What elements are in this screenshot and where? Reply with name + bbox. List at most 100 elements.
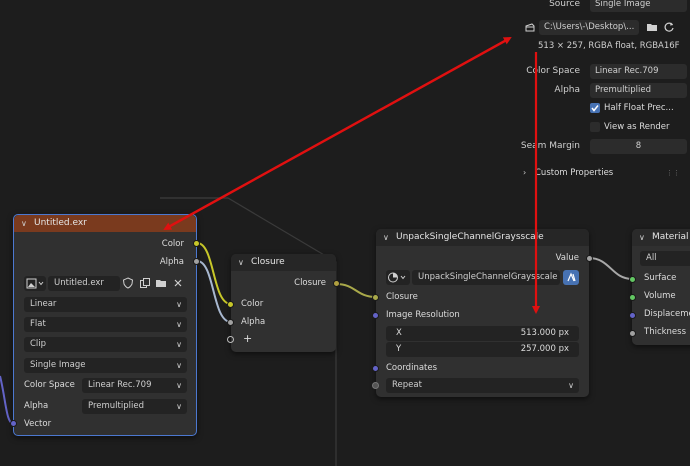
input-image-resolution-socket[interactable] <box>372 312 379 319</box>
source-value: Single Image <box>30 360 86 370</box>
coordinates-mode-dropdown[interactable]: Repeat ∨ <box>386 378 579 393</box>
source-label: Source <box>549 0 580 9</box>
color-space-dropdown[interactable]: Linear Rec.709 <box>590 64 687 79</box>
input-thickness-socket[interactable] <box>629 330 636 337</box>
output-closure-socket[interactable] <box>333 280 340 287</box>
node-group-browse-button[interactable] <box>386 270 410 285</box>
input-volume-socket[interactable] <box>629 294 636 301</box>
chevron-down-icon: ∨ <box>176 300 182 309</box>
closure-node[interactable]: ∨ Closure Closure Color Alpha + <box>231 254 336 352</box>
drag-handle-icon[interactable]: ⋮⋮ <box>666 169 680 177</box>
output-alpha-label: Alpha <box>159 257 184 267</box>
source-dropdown[interactable]: Single Image ∨ <box>24 358 187 373</box>
folder-icon[interactable] <box>155 277 167 289</box>
interpolation-value: Linear <box>30 299 57 309</box>
resolution-x-field[interactable]: X 513.000 px <box>386 326 579 341</box>
color-space-dropdown[interactable]: Linear Rec.709 ∨ <box>82 378 187 393</box>
closure-node-title: Closure <box>251 257 285 267</box>
material-node-header[interactable]: ∨ Material <box>632 229 690 246</box>
chevron-right-icon[interactable]: › <box>523 168 527 177</box>
color-space-label: Color Space <box>526 66 580 76</box>
output-value-socket[interactable] <box>586 255 593 262</box>
input-alpha-socket[interactable] <box>227 319 234 326</box>
x-value: 513.000 px <box>520 328 569 338</box>
color-space-value: Linear Rec.709 <box>88 380 152 390</box>
view-as-render-label: View as Render <box>604 122 670 132</box>
input-displacement-socket[interactable] <box>629 312 636 319</box>
target-dropdown[interactable]: All <box>640 251 690 266</box>
extension-dropdown[interactable]: Clip ∨ <box>24 337 187 352</box>
material-node-title: Material <box>652 232 689 242</box>
chevron-down-icon[interactable]: ∨ <box>21 219 27 228</box>
projection-value: Flat <box>30 319 46 329</box>
output-closure-label: Closure <box>294 278 326 288</box>
alpha-label: Alpha <box>24 401 49 411</box>
close-icon[interactable] <box>172 277 184 289</box>
image-node-header[interactable]: ∨ Untitled.exr <box>14 215 196 232</box>
custom-properties-label[interactable]: Custom Properties <box>535 168 614 178</box>
input-color-socket[interactable] <box>227 301 234 308</box>
node-tree-icon <box>388 272 406 283</box>
chevron-down-icon: ∨ <box>176 320 182 329</box>
image-info: 513 × 257, RGBA float, RGBA16F <box>538 41 680 51</box>
half-float-label: Half Float Prec... <box>604 103 674 113</box>
input-color-label: Color <box>241 299 264 309</box>
alpha-dropdown[interactable]: Premultiplied ∨ <box>82 399 187 414</box>
resolution-y-field[interactable]: Y 257.000 px <box>386 342 579 357</box>
image-browse-button[interactable] <box>24 276 46 291</box>
input-coordinates-socket[interactable] <box>372 365 379 372</box>
input-vector-socket[interactable] <box>10 420 17 427</box>
input-thickness-label: Thickness <box>644 327 687 337</box>
node-group-icon <box>567 272 576 282</box>
input-closure-socket[interactable] <box>372 294 379 301</box>
fake-user-button[interactable] <box>563 270 579 285</box>
projection-dropdown[interactable]: Flat ∨ <box>24 317 187 332</box>
view-as-render-checkbox[interactable] <box>590 122 600 132</box>
extension-value: Clip <box>30 339 47 349</box>
duplicate-icon[interactable] <box>139 277 151 289</box>
coordinates-mode-value: Repeat <box>392 380 422 390</box>
chevron-down-icon[interactable]: ∨ <box>383 233 389 242</box>
input-vector-label: Vector <box>24 419 52 429</box>
chevron-down-icon[interactable]: ∨ <box>238 258 244 267</box>
group-name-field[interactable]: UnpackSingleChannelGraysscale <box>412 270 560 285</box>
seam-margin-field[interactable]: 8 <box>590 139 687 154</box>
alpha-label: Alpha <box>554 85 580 95</box>
closure-node-header[interactable]: ∨ Closure <box>231 254 336 271</box>
image-node-title: Untitled.exr <box>34 218 87 228</box>
chevron-down-icon: ∨ <box>568 381 574 390</box>
input-surface-socket[interactable] <box>629 276 636 283</box>
chevron-down-icon: ∨ <box>176 402 182 411</box>
filepath-field[interactable]: C:\Users\-\Desktop\... <box>539 20 639 35</box>
image-name-field[interactable]: Untitled.exr <box>48 276 120 291</box>
input-alpha-label: Alpha <box>241 317 266 327</box>
folder-icon[interactable] <box>646 21 658 33</box>
input-surface-label: Surface <box>644 273 677 283</box>
source-dropdown[interactable]: Single Image <box>590 0 687 12</box>
chevron-down-icon: ∨ <box>176 381 182 390</box>
half-float-checkbox[interactable] <box>590 103 600 113</box>
image-file-icon <box>524 22 536 34</box>
coordinates-mode-socket[interactable] <box>372 382 379 389</box>
alpha-dropdown[interactable]: Premultiplied <box>590 83 687 98</box>
output-value-label: Value <box>555 253 579 263</box>
shield-icon[interactable] <box>122 277 134 289</box>
output-alpha-socket[interactable] <box>193 258 200 265</box>
input-image-resolution-label: Image Resolution <box>386 310 460 320</box>
material-output-node[interactable]: ∨ Material All Surface Volume Displaceme… <box>632 229 690 345</box>
output-color-socket[interactable] <box>193 240 200 247</box>
checkmark-icon <box>591 105 599 112</box>
chevron-down-icon[interactable]: ∨ <box>639 233 645 242</box>
add-socket-button[interactable]: + <box>243 332 253 345</box>
add-socket-icon[interactable] <box>227 336 234 343</box>
reload-icon[interactable] <box>663 21 675 33</box>
interpolation-dropdown[interactable]: Linear ∨ <box>24 297 187 312</box>
image-texture-node[interactable]: ∨ Untitled.exr Color Alpha Untitled.exr … <box>13 214 197 436</box>
y-value: 257.000 px <box>520 344 569 354</box>
input-volume-label: Volume <box>644 291 676 301</box>
seam-margin-label: Seam Margin <box>520 141 580 151</box>
